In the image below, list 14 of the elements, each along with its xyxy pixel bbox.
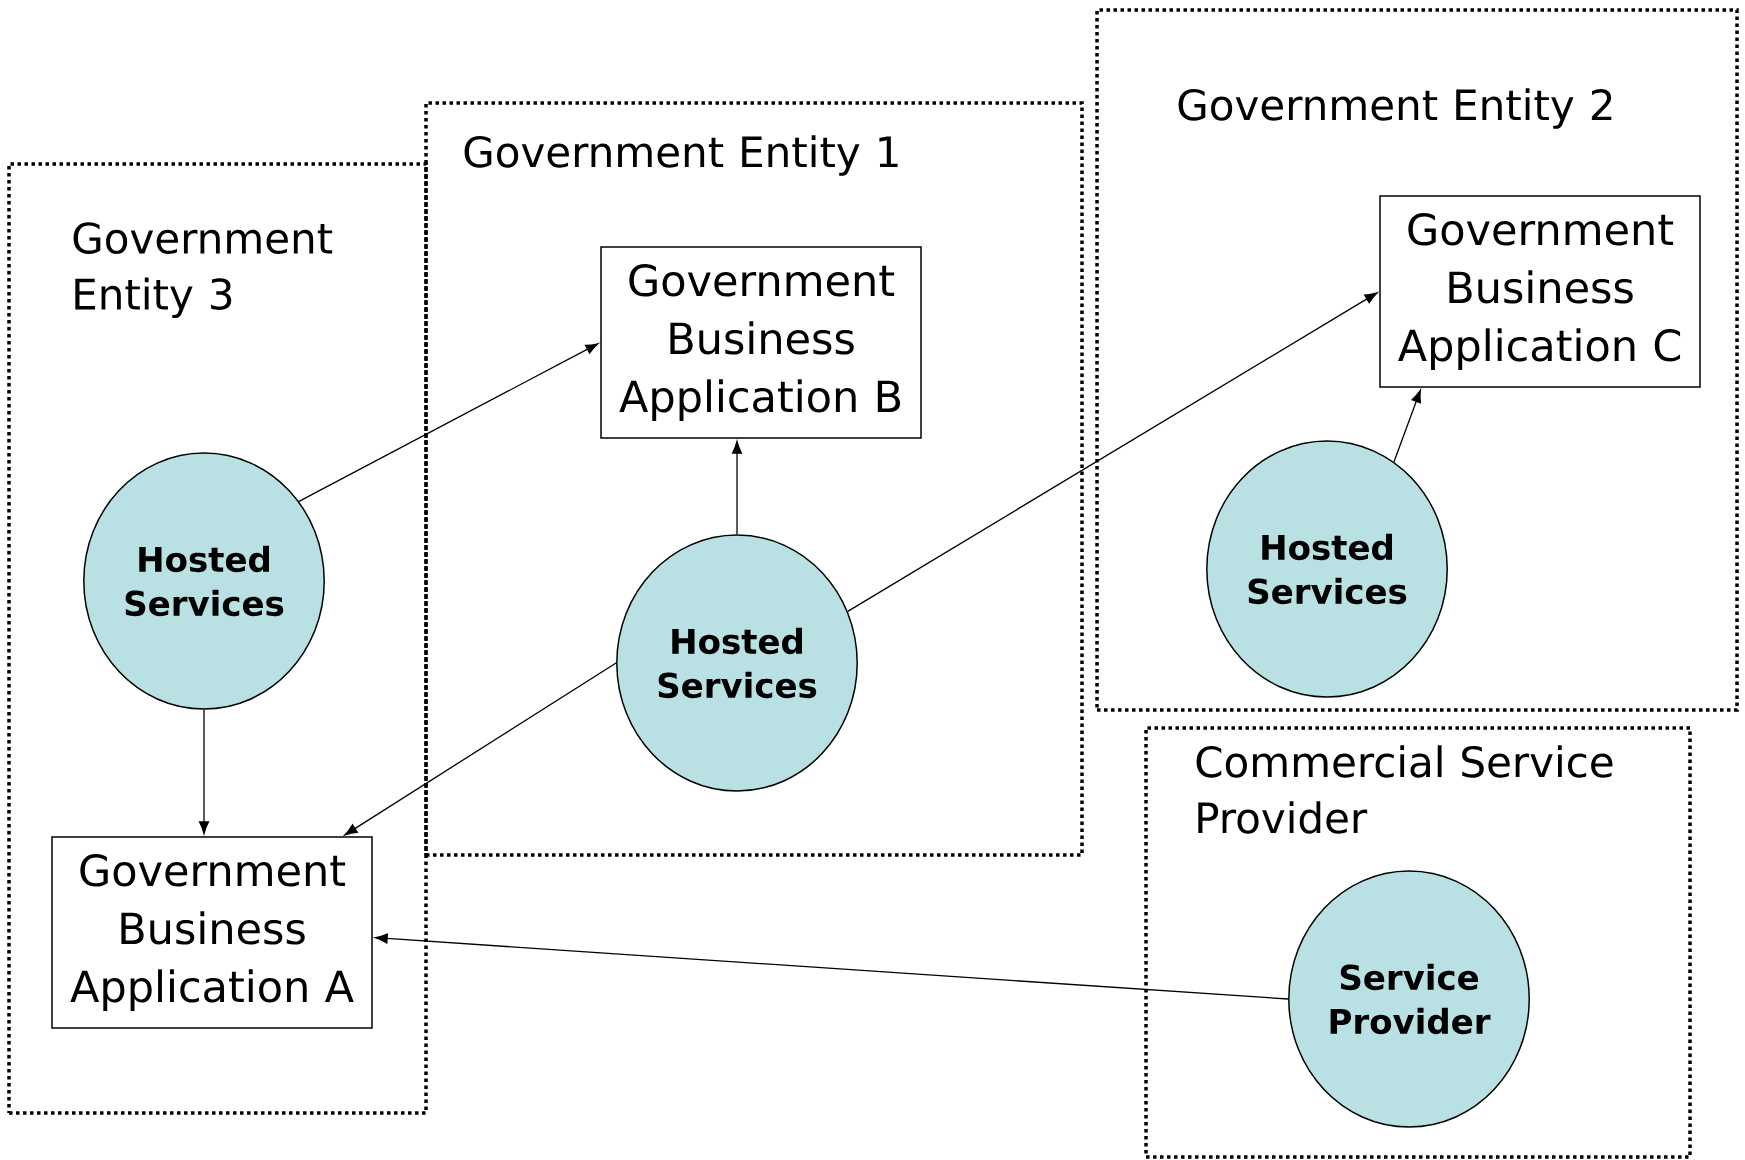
- arrow: [1393, 389, 1422, 463]
- arrow: [732, 440, 743, 535]
- arrow: [847, 292, 1378, 612]
- group-heading: Government Entity 1: [464, 135, 898, 176]
- application-box: Government Business Application C: [1379, 195, 1701, 388]
- application-box: Government Business Application A: [51, 836, 373, 1029]
- arrow: [198, 709, 210, 835]
- application-box: Government Business Application B: [600, 246, 922, 439]
- group-heading: Commercial Service Provider: [1196, 745, 1613, 834]
- group-heading: Government Entity 2: [1178, 88, 1612, 129]
- arrow: [344, 662, 617, 836]
- group-heading: Government Entity 3: [73, 222, 333, 319]
- arrow: [374, 933, 1289, 1000]
- arrow: [298, 343, 599, 502]
